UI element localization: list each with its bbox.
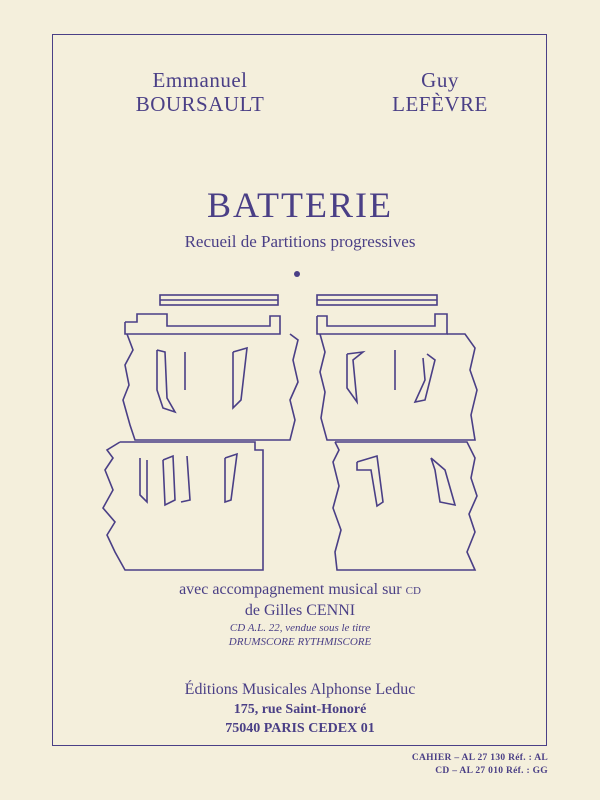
publisher-address-city: 75040 PARIS CEDEX 01 (225, 721, 375, 736)
art-block-top-left (122, 294, 299, 441)
catalog-ref-cd: CD – AL 27 010 Réf. : GG (435, 766, 548, 776)
author-last-name: LEFÈVRE (392, 92, 488, 116)
credits-cd-title: DRUMSCORE RYTHMISCORE (228, 636, 372, 648)
publisher-name: Éditions Musicales Alphonse Leduc (184, 681, 416, 698)
publisher-address-street: 175, rue Saint-Honoré (233, 702, 367, 717)
author-first-name: Guy (421, 68, 459, 92)
cover-line-art (102, 294, 478, 571)
author-first-name: Emmanuel (152, 68, 248, 92)
art-block-bottom-right (332, 441, 478, 571)
author-boursault: Emmanuel BOURSAULT (115, 68, 285, 116)
credits-cd-reference: CD A.L. 22, vendue sous le titre (229, 622, 371, 634)
author-last-name: BOURSAULT (135, 92, 265, 116)
bullet-ornament (294, 271, 300, 277)
credits-cd-label: CD (405, 585, 421, 597)
book-subtitle: Recueil de Partitions progressives (184, 232, 416, 251)
catalog-ref-cahier: CAHIER – AL 27 130 Réf. : AL (411, 753, 548, 763)
credits-accompaniment: avec accompagnement musical sur CD (0, 580, 600, 601)
credits-accompaniment-text: avec accompagnement musical sur (179, 581, 402, 598)
publisher-block: Éditions Musicales Alphonse Leduc 175, r… (0, 680, 600, 738)
catalog-references: CAHIER – AL 27 130 Réf. : AL CD – AL 27 … (412, 752, 548, 778)
credits-composer: de Gilles CENNI (244, 602, 356, 619)
author-lefevre: Guy LEFÈVRE (360, 68, 520, 116)
art-block-top-right (316, 294, 478, 441)
page-border (52, 34, 547, 746)
book-title: BATTERIE (207, 185, 393, 225)
credits-block: avec accompagnement musical sur CD de Gi… (0, 580, 600, 649)
art-block-bottom-left (102, 441, 264, 571)
